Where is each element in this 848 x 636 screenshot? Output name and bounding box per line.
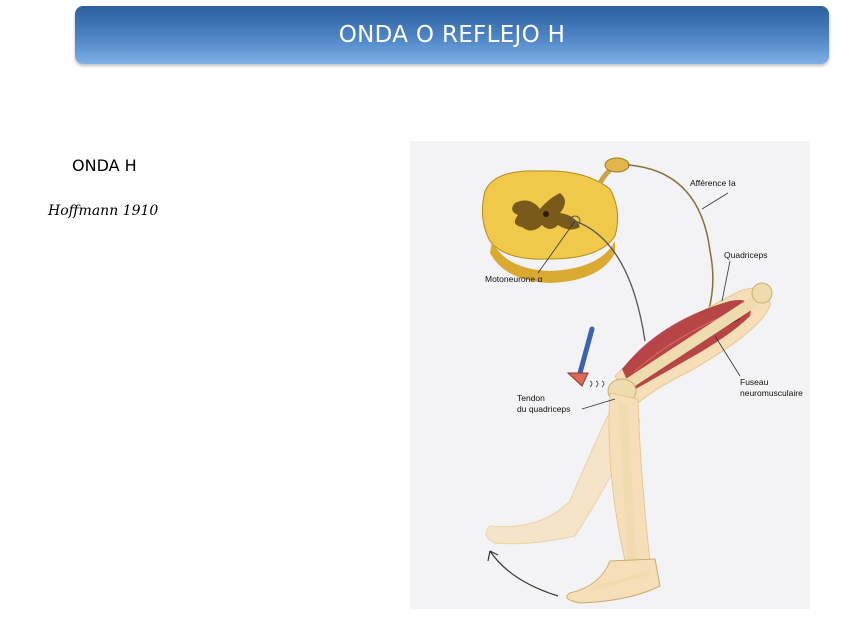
label-spindle-line2: neuromusculaire (740, 388, 803, 398)
citation-text: Hoffmann 1910 (48, 203, 159, 219)
label-tendon-line2: du quadriceps (517, 404, 570, 414)
efferent-fiber (574, 220, 646, 342)
reflex-arc-illustration: Afférence Ia Quadriceps Motoneurone α Fu… (410, 141, 810, 609)
section-heading: ONDA H (72, 156, 137, 175)
label-spindle-line1: Fuseau (740, 377, 769, 387)
label-tendon-line1: Tendon (517, 393, 545, 403)
leg-illustration (485, 282, 773, 604)
label-motoneuron: Motoneurone α (485, 274, 542, 284)
reflex-hammer-icon (566, 326, 605, 388)
page-title: ONDA O REFLEJO H (338, 22, 566, 48)
title-banner: ONDA O REFLEJO H (75, 6, 829, 64)
reflex-arc-diagram: Afférence Ia Quadriceps Motoneurone α Fu… (481, 157, 803, 604)
label-afference: Afférence Ia (690, 178, 736, 188)
label-quadriceps: Quadriceps (724, 250, 767, 260)
dorsal-root-ganglion (597, 157, 630, 185)
motion-arrow (489, 550, 559, 597)
spinal-cord-section (481, 170, 619, 283)
